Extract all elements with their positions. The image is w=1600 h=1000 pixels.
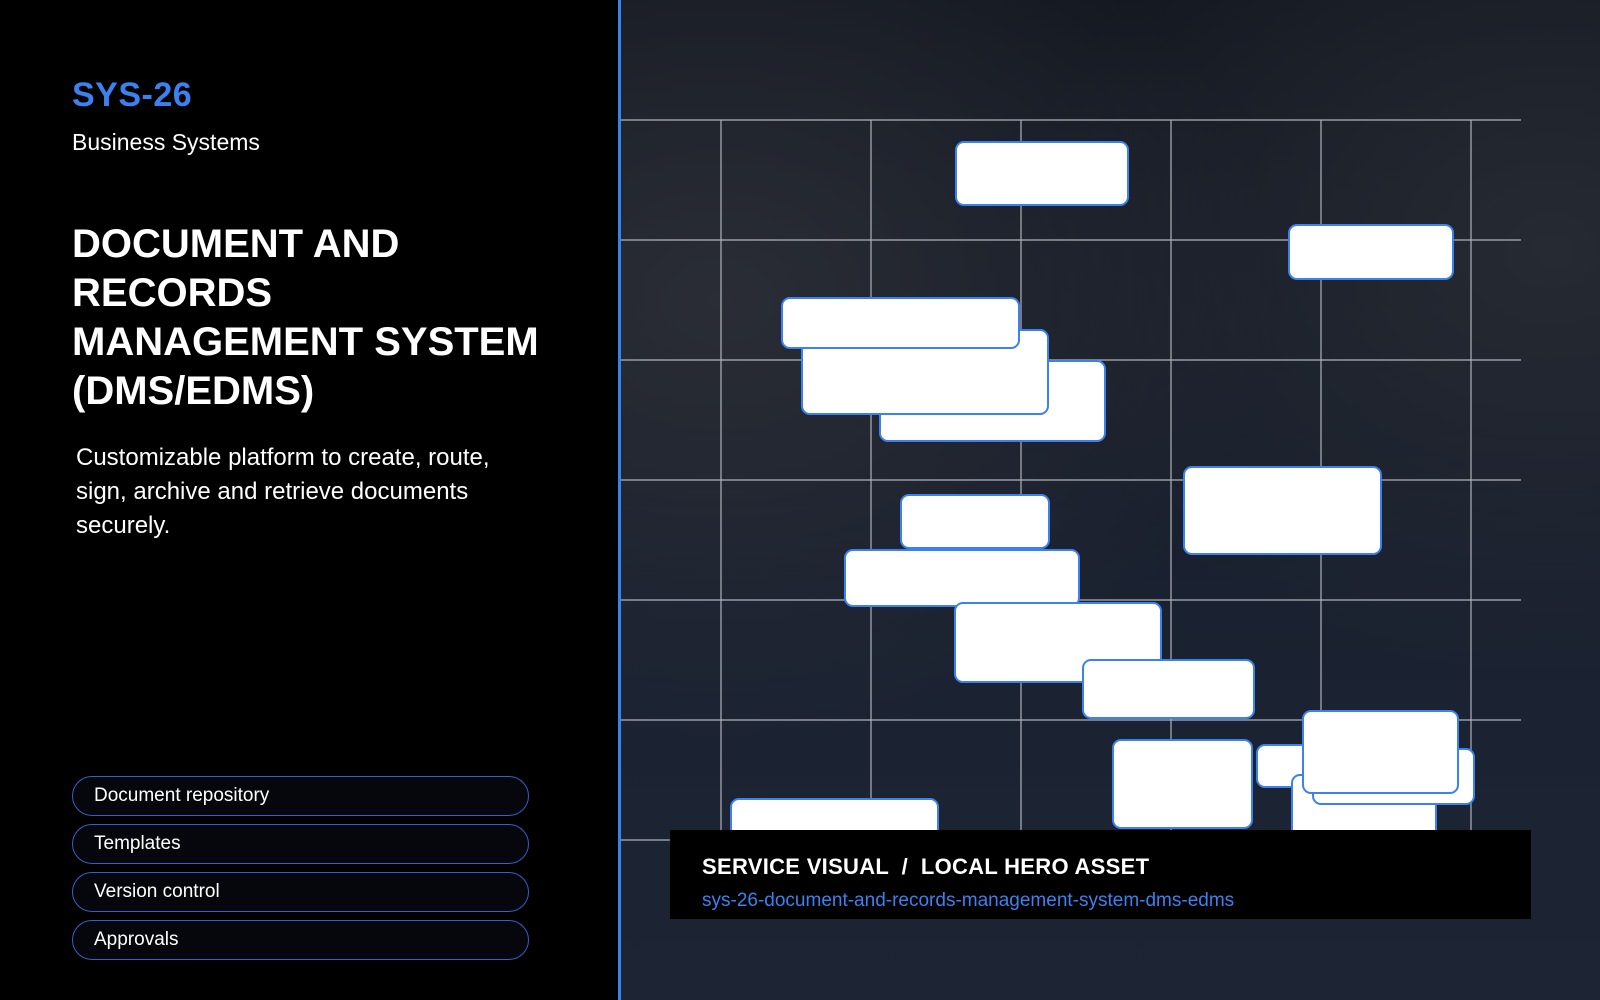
product-title: DOCUMENT AND RECORDS MANAGEMENT SYSTEM (…	[72, 220, 572, 416]
document-card	[1302, 710, 1459, 794]
document-card	[1288, 224, 1454, 280]
product-title-line: DOCUMENT AND	[72, 222, 400, 266]
feature-pill-templates[interactable]: Templates	[72, 824, 529, 864]
feature-label: Templates	[94, 833, 181, 854]
brand-category: Business Systems	[72, 129, 260, 155]
panel-divider	[618, 0, 621, 1000]
feature-pill-version-control[interactable]: Version control	[72, 872, 529, 912]
feature-list: Document repository Templates Version co…	[72, 776, 529, 968]
document-card	[1112, 739, 1253, 829]
caption-title: SERVICE VISUAL / LOCAL HERO ASSET	[702, 854, 1150, 879]
feature-pill-document-repository[interactable]: Document repository	[72, 776, 529, 816]
document-card	[955, 141, 1129, 206]
product-description: Customizable platform to create, route, …	[76, 444, 490, 539]
visual-caption: SERVICE VISUAL / LOCAL HERO ASSET sys-26…	[670, 830, 1531, 919]
document-card	[900, 494, 1050, 549]
document-cards	[730, 141, 1475, 856]
feature-label: Document repository	[94, 785, 270, 806]
document-card	[844, 549, 1080, 607]
feature-label: Version control	[94, 881, 220, 902]
document-card	[1183, 466, 1382, 555]
brand-code: SYS-26	[72, 76, 193, 114]
feature-label: Approvals	[94, 929, 179, 950]
product-title-line: RECORDS	[72, 271, 273, 315]
document-card	[1082, 659, 1255, 719]
product-title-line: MANAGEMENT SYSTEM	[72, 320, 539, 364]
hero-visual: SERVICE VISUAL / LOCAL HERO ASSET sys-26…	[621, 0, 1600, 1000]
info-panel: SYS-26 Business Systems DOCUMENT AND REC…	[0, 0, 619, 1000]
feature-pill-approvals[interactable]: Approvals	[72, 920, 529, 960]
product-title-line: (DMS/EDMS)	[72, 369, 315, 413]
caption-slug: sys-26-document-and-records-management-s…	[702, 890, 1235, 911]
document-card	[781, 297, 1020, 349]
